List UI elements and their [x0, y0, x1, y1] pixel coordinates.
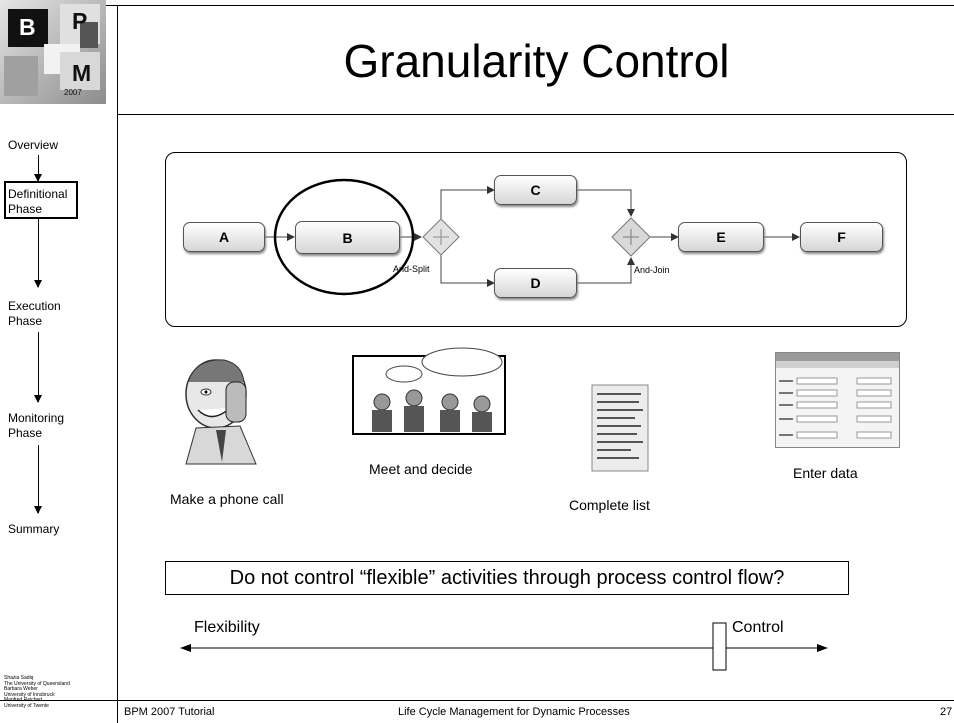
logo-letter-b: B	[19, 14, 36, 40]
scale-slider-marker	[712, 622, 727, 671]
control-label: Control	[732, 619, 784, 636]
data-entry-illustration	[775, 352, 900, 448]
sidebar-divider	[117, 5, 118, 723]
and-split-label: And-Split	[393, 264, 430, 274]
task-e[interactable]: E	[678, 222, 764, 252]
enter-data-caption: Enter data	[793, 465, 858, 481]
task-a[interactable]: A	[183, 222, 265, 252]
footer-tutorial: BPM 2007 Tutorial	[124, 706, 215, 718]
flexibility-control-scale	[180, 622, 828, 671]
meeting-illustration	[352, 347, 506, 435]
checklist-illustration	[591, 384, 649, 472]
footer-title: Life Cycle Management for Dynamic Proces…	[398, 706, 630, 718]
task-b[interactable]: B	[295, 221, 400, 254]
page-number: 27	[940, 706, 953, 718]
nav-overview[interactable]: Overview	[8, 138, 59, 152]
slide-title: Granularity Control	[343, 34, 730, 87]
top-border	[0, 5, 954, 6]
nav-summary[interactable]: Summary	[8, 522, 60, 536]
task-c[interactable]: C	[494, 175, 577, 205]
nav-arrow-2	[34, 219, 42, 288]
nav-arrow-4	[34, 445, 42, 514]
logo-letter-p: P	[72, 8, 88, 34]
phone-call-illustration	[185, 359, 257, 465]
task-f[interactable]: F	[800, 222, 883, 252]
nav-monitoring-phase[interactable]: Monitoring Phase	[8, 411, 65, 440]
highlight-ellipse	[273, 178, 415, 296]
logo-year: 2007	[64, 88, 82, 97]
bpm-logo: B P M 2007	[0, 0, 106, 104]
author-credits: Shazia Sadiq The University of Queenslan…	[4, 675, 70, 709]
and-join-label: And-Join	[634, 265, 670, 275]
logo-letter-m: M	[72, 60, 92, 86]
header-divider	[117, 114, 954, 115]
nav-execution-phase[interactable]: Execution Phase	[8, 299, 61, 328]
and-split-gateway	[422, 218, 460, 256]
flexibility-label: Flexibility	[194, 619, 260, 636]
nav-arrow-3	[34, 332, 42, 403]
nav-active-frame	[4, 181, 78, 219]
meet-decide-caption: Meet and decide	[369, 461, 473, 477]
complete-list-caption: Complete list	[569, 497, 650, 513]
and-join-gateway	[611, 217, 651, 257]
nav-arrow-1	[34, 155, 42, 182]
nav-definitional-phase[interactable]: Definitional Phase	[8, 187, 68, 216]
question-box: Do not control “flexible” activities thr…	[165, 561, 849, 595]
footer-divider	[0, 700, 954, 701]
phone-call-caption: Make a phone call	[170, 491, 284, 507]
task-d[interactable]: D	[494, 268, 577, 298]
